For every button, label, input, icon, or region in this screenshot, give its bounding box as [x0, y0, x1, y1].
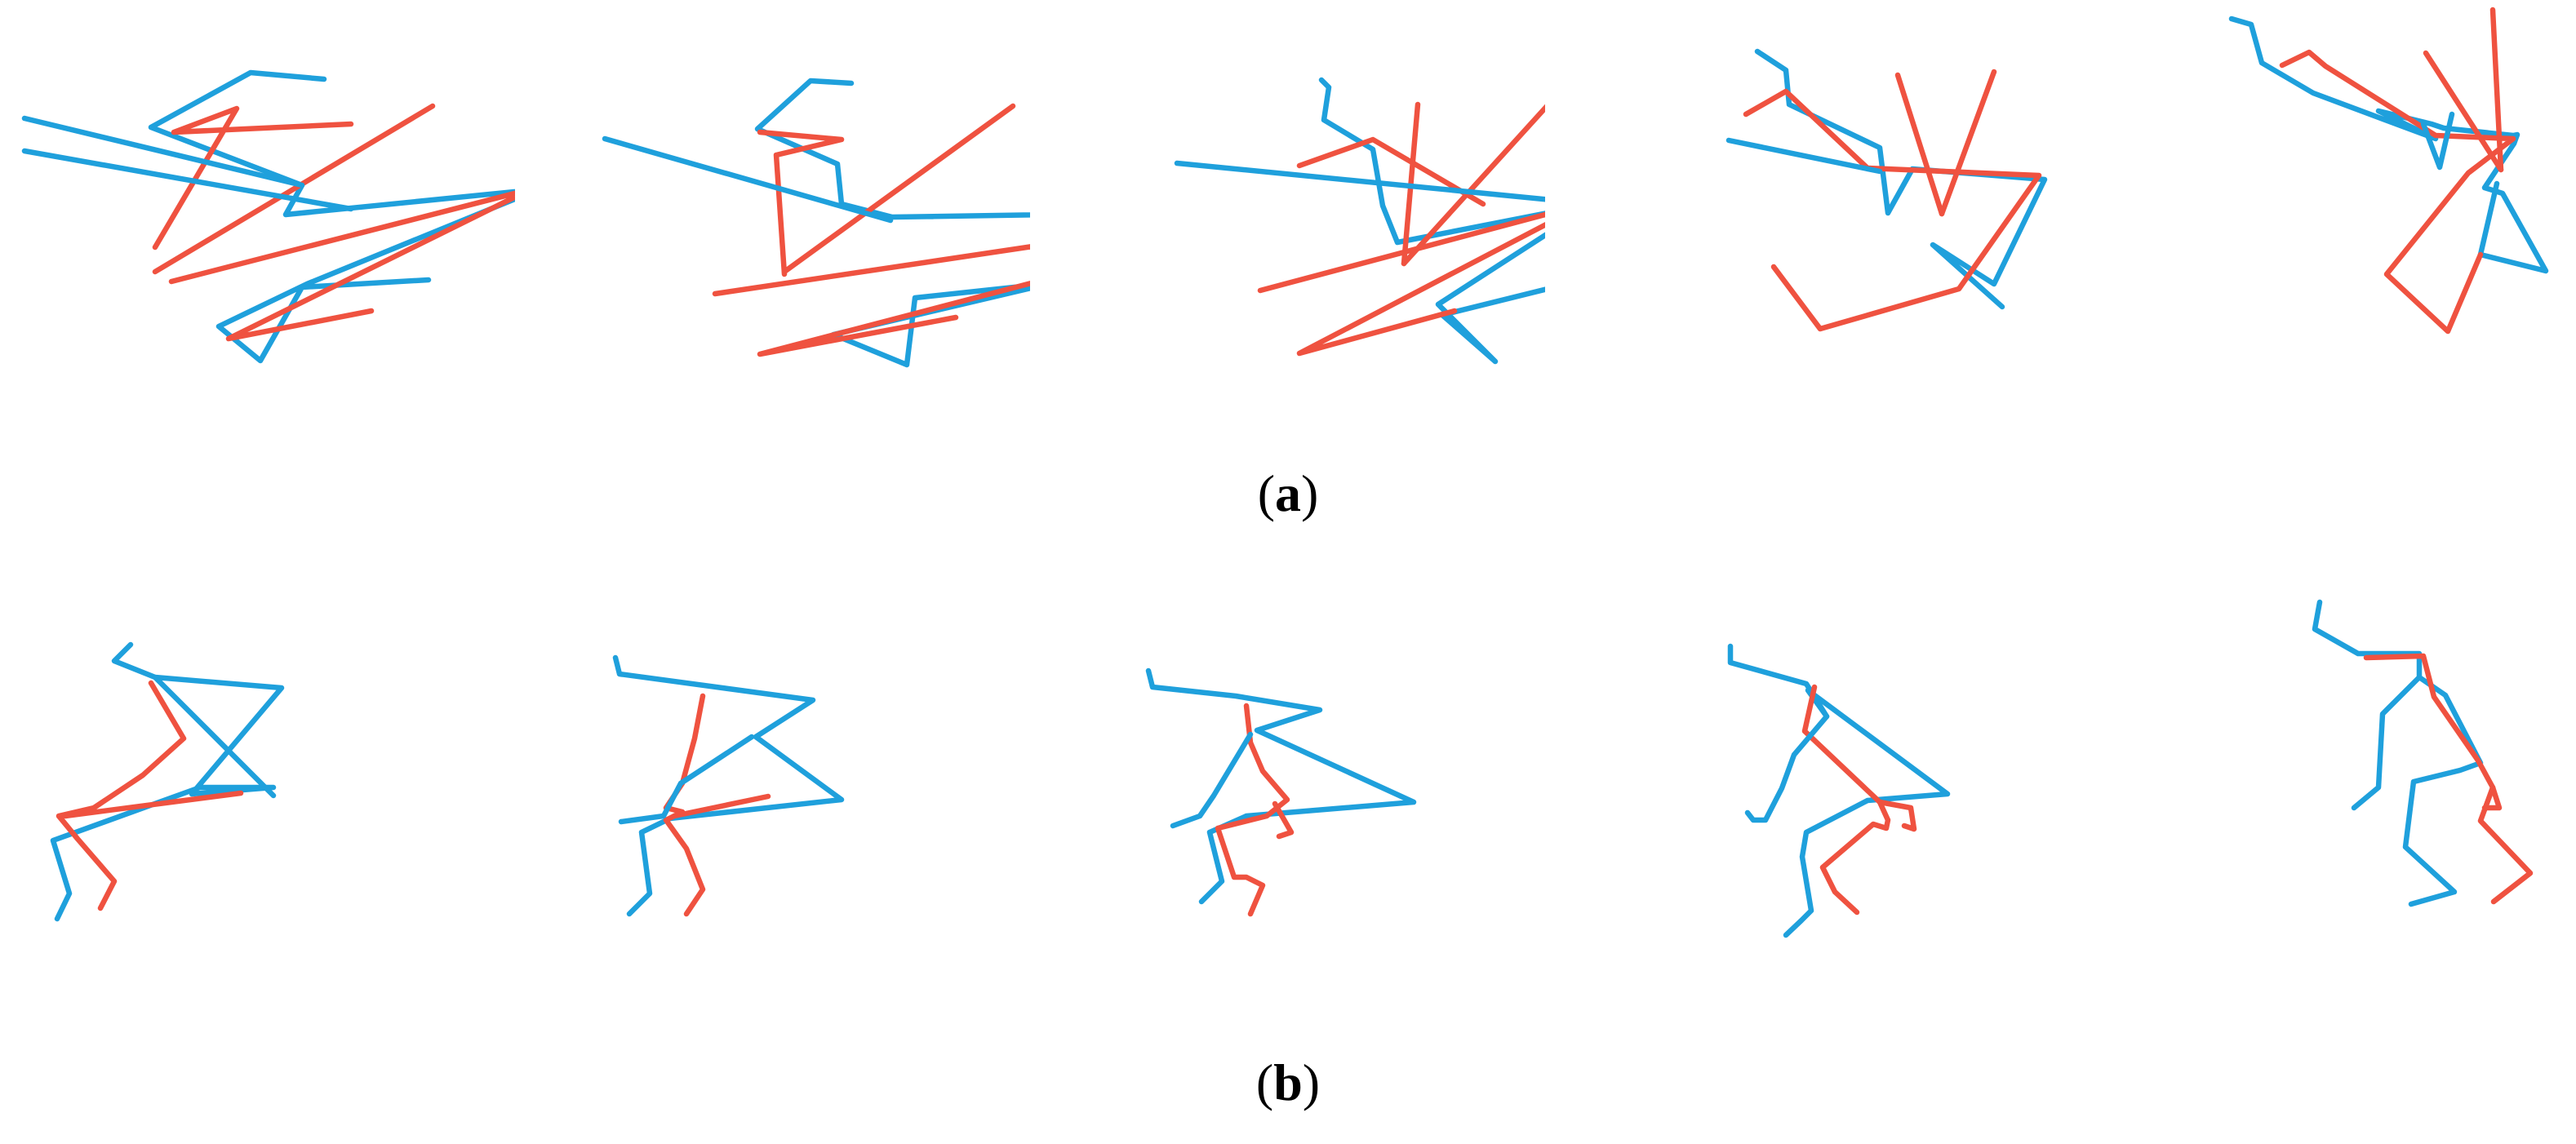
red-skeleton-b3-hand [1272, 800, 1295, 840]
red-skeleton-b5-hand [2481, 784, 2503, 811]
blue-skeleton-b1-arm [152, 674, 277, 799]
blue-skeleton-b1 [50, 641, 285, 922]
skeleton-drawing-a4 [1725, 48, 2048, 332]
red-skeleton-a3-limb3 [1401, 104, 1545, 267]
red-skeleton-a2-limb1 [757, 129, 845, 277]
blue-skeleton-a1 [148, 69, 515, 364]
skeleton-frame-b4 [1545, 571, 2060, 1028]
skeleton-drawing-b3 [1145, 667, 1417, 917]
skeleton-drawing-a2 [602, 78, 1030, 368]
red-skeleton-a5-limb2 [2489, 7, 2504, 173]
caption-b-open: ( [1255, 1053, 1274, 1111]
blue-skeleton-a4 [1754, 48, 2048, 310]
red-skeleton-a2-limb3 [712, 244, 1030, 357]
red-skeleton-b4 [1801, 684, 1891, 916]
blue-skeleton-a2 [754, 78, 1030, 368]
skeleton-frame-b1 [0, 571, 515, 1028]
skeleton-drawing-b5 [2312, 599, 2534, 907]
red-skeleton-a4-limb3 [1939, 69, 1997, 217]
skeleton-frame-a4 [1545, 0, 2060, 457]
red-skeleton-a4-limb1 [1743, 88, 2042, 332]
red-skeleton-a5-limb1 [2279, 49, 2516, 335]
red-skeleton-a3-limb4 [1257, 211, 1545, 357]
red-skeleton-b4-hand [1876, 799, 1917, 832]
red-skeleton-b2-arm [671, 793, 771, 819]
red-skeleton-a3-limb1 [1296, 136, 1486, 207]
skeleton-frame-a2 [515, 0, 1030, 457]
red-skeleton-a5-limb3 [2423, 50, 2504, 173]
skeleton-frame-b5 [2060, 571, 2575, 1028]
blue-skeleton-a4-arm1 [1725, 137, 1883, 175]
red-skeleton-a2-limb2 [781, 103, 1016, 275]
skeleton-drawing-a5 [2228, 7, 2549, 335]
red-skeleton-a1-limb3 [168, 190, 515, 342]
blue-skeleton-b3-arm [1170, 731, 1254, 829]
blue-skeleton-b3 [1145, 667, 1417, 905]
caption-a-open: ( [1257, 464, 1275, 522]
skeleton-frame-a1 [0, 0, 515, 457]
skeleton-drawing-b4 [1727, 643, 1951, 938]
red-skeleton-b1 [56, 680, 187, 911]
skeleton-drawing-a3 [1174, 77, 1545, 365]
skeleton-drawing-b1 [50, 641, 285, 922]
skeleton-frame-b2 [515, 571, 1030, 1028]
skeleton-frame-a5 [2060, 0, 2575, 457]
blue-skeleton-a2-arm1 [602, 135, 894, 224]
skeleton-frame-b3 [1030, 571, 1545, 1028]
blue-skeleton-a3 [1318, 77, 1545, 365]
skeleton-drawing-b2 [612, 654, 845, 917]
blue-skeleton-b5 [2312, 599, 2484, 907]
red-skeleton-b3 [1215, 703, 1290, 917]
row-b-skeleton-sequence [0, 571, 2576, 1028]
red-skeleton-b1-arm [62, 790, 244, 819]
caption-b-letter: b [1273, 1053, 1303, 1111]
blue-skeleton-a1-arm2 [21, 148, 354, 212]
red-skeleton-a1-limb2 [152, 103, 436, 275]
blue-skeleton-b5-arm [2351, 674, 2423, 811]
blue-skeleton-a1-arm1 [21, 115, 305, 188]
skeleton-drawing-a1 [21, 69, 515, 364]
caption-a: (a) [1206, 465, 1370, 522]
blue-skeleton-b2 [612, 654, 845, 917]
caption-b: (b) [1206, 1054, 1370, 1111]
red-skeleton-a4-limb2 [1894, 72, 1945, 217]
caption-a-close: ) [1301, 464, 1319, 522]
blue-skeleton-b4 [1727, 643, 1951, 938]
caption-a-letter: a [1275, 464, 1301, 522]
blue-skeleton-b2-arm [618, 734, 755, 825]
skeleton-frame-a3 [1030, 0, 1545, 457]
caption-b-close: ) [1302, 1053, 1321, 1111]
row-a-skeleton-sequence [0, 0, 2576, 457]
red-skeleton-b5 [2363, 653, 2534, 905]
blue-skeleton-a5-arm1 [2420, 111, 2455, 171]
red-skeleton-a1-limb1 [152, 105, 354, 251]
blue-skeleton-b4-arm [1744, 713, 1830, 823]
blue-skeleton-a3-arm1 [1174, 160, 1545, 202]
